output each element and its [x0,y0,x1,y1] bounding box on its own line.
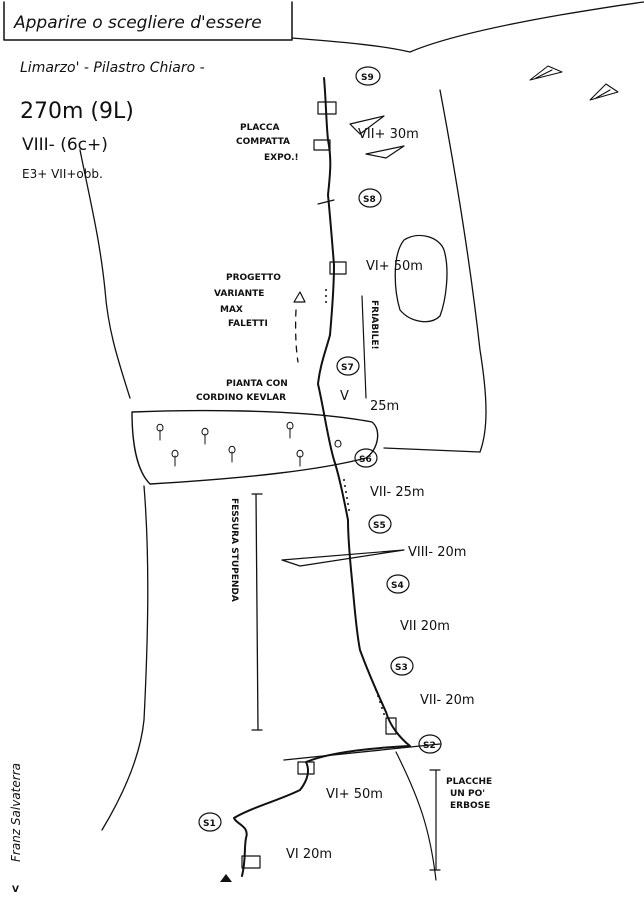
pitch-2-grade: VI+ 50m [326,787,383,802]
pitch-5-grade: VIII- 20m [408,545,466,560]
station-s9-circle [355,66,381,86]
station-s1-circle [198,812,222,832]
author-initial: V [12,885,19,895]
station-s5-circle [368,514,392,534]
station-s2-circle [418,734,442,754]
note-placca-line1: PLACCA [240,123,280,133]
author-signature: Franz Salvaterra [9,763,23,862]
note-placche-line1: PLACCHE [446,777,492,787]
cliff-right-edge [383,89,487,453]
cliff-left-edge [79,149,131,399]
gear-marks [241,101,397,869]
station-s3-label: S3 [395,663,408,673]
station-s8-label: S8 [363,195,376,205]
title-box: Apparire o scegliere d'essere [3,1,293,41]
pitch-7-grade: V [340,389,349,404]
pitch-8-grade: VI+ 50m [366,259,423,274]
crack-dots [325,289,385,715]
lower-cliff-left-edge [101,485,149,831]
fessura-bracket [251,493,263,731]
lower-right-edge [395,751,437,881]
crag-subtitle: Limarzo' - Pilastro Chiaro - [20,60,205,76]
note-progetto-line4: FALETTI [228,319,268,329]
station-s3-circle [390,656,414,676]
route-length: 270m (9L) [20,99,134,124]
pitch-7-length: 25m [370,399,399,414]
variant-project-line [294,309,299,363]
note-placche-line3: ERBOSE [450,801,490,811]
route-grade: VIII- (6c+) [22,135,108,155]
grassy-ledge-band [131,409,379,485]
bird-icon [529,65,563,81]
base-ledge-line [283,743,441,761]
friabile-bracket [361,295,367,399]
pitch-1-grade: VI 20m [286,847,332,862]
note-pianta-line1: PIANTA CON [226,379,288,389]
bird-icon [589,83,619,101]
station-s6-circle [354,448,378,468]
note-fessura-stupenda: FESSURA STUPENDA [229,498,239,602]
note-progetto-line1: PROGETTO [226,273,281,283]
cliff-top-edge [291,1,644,53]
station-s9-label: S9 [361,73,374,83]
route-title: Apparire o scegliere d'essere [13,13,262,33]
station-s7-circle [336,356,360,376]
pitch-9-grade: VII+ 30m [358,127,419,142]
station-s6-label: S6 [359,455,372,465]
station-s4-label: S4 [391,581,404,591]
station-s5-label: S5 [373,521,386,531]
route-line [233,77,411,877]
shrub-icons [156,421,342,467]
note-progetto-line2: VARIANTE [214,289,264,299]
start-marker-icon [220,874,232,882]
pitch-4-grade: VII 20m [400,619,450,634]
route-protection: E3+ VII+obb. [22,167,103,181]
placche-bracket [429,769,441,871]
station-s8-circle [358,188,382,208]
station-s4-circle [386,574,410,594]
note-expo: EXPO.! [264,153,299,163]
pitch-6-grade: VII- 25m [370,485,425,500]
overhang-marks [281,115,405,567]
note-friabile: FRIABILE! [369,300,379,350]
note-pianta-line2: CORDINO KEVLAR [196,393,286,403]
note-progetto-line3: MAX [220,305,243,315]
boulder-outline [394,234,448,323]
pitch-3-grade: VII- 20m [420,693,475,708]
note-placche-line2: UN PO' [450,789,485,799]
station-s7-label: S7 [341,363,354,373]
note-placca-line2: COMPATTA [236,137,290,147]
station-s1-label: S1 [203,819,216,829]
station-s2-label: S2 [423,741,436,751]
variant-arrow-icon [293,291,306,303]
